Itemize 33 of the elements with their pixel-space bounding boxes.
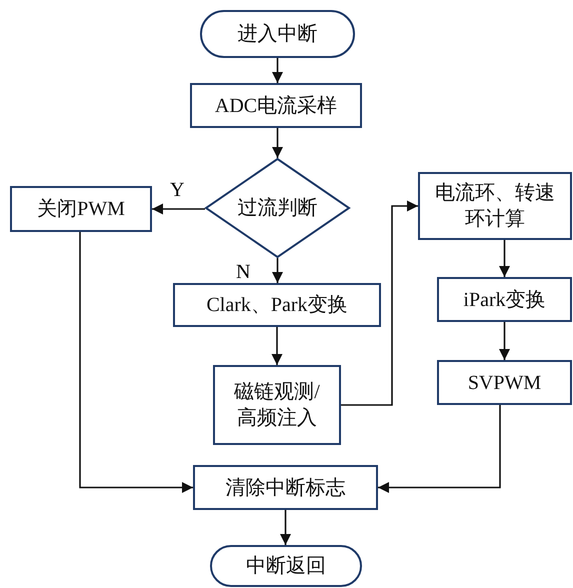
node-text: 进入中断: [238, 22, 318, 47]
start-terminal: [200, 10, 355, 58]
process-box: [437, 360, 572, 405]
node-text: Clark、Park变换: [206, 293, 348, 318]
arrow: [79, 232, 193, 494]
process-box: [213, 365, 341, 445]
node-text: 关闭PWM: [37, 197, 125, 222]
process-box: [10, 186, 152, 232]
node-text: ADC电流采样: [214, 94, 338, 118]
node-text: 磁链观测/高频注入: [233, 380, 321, 431]
decision-diamond: [205, 158, 350, 258]
node-text: 中断返回: [246, 554, 326, 579]
arrow: [271, 327, 283, 365]
arrow: [152, 203, 205, 215]
process-box: [193, 465, 378, 510]
process-box: [437, 277, 572, 322]
arrow: [280, 510, 292, 545]
arrow: [498, 322, 510, 360]
arrow: [272, 58, 284, 83]
arrow: [378, 405, 501, 494]
process-box: [173, 283, 381, 327]
end-terminal: [210, 545, 362, 587]
arrow: [272, 258, 284, 283]
arrow: [498, 240, 510, 277]
node-text: iPark变换: [463, 288, 546, 312]
node-text: 过流判断: [238, 196, 318, 221]
node-text: 清除中断标志: [226, 476, 346, 500]
process-box: [190, 83, 362, 128]
node-text: SVPWM: [468, 370, 542, 396]
arrow: [272, 128, 284, 158]
process-box: [418, 172, 572, 240]
node-text: 电流环、转速环计算: [435, 181, 555, 232]
arrow: [341, 200, 418, 406]
